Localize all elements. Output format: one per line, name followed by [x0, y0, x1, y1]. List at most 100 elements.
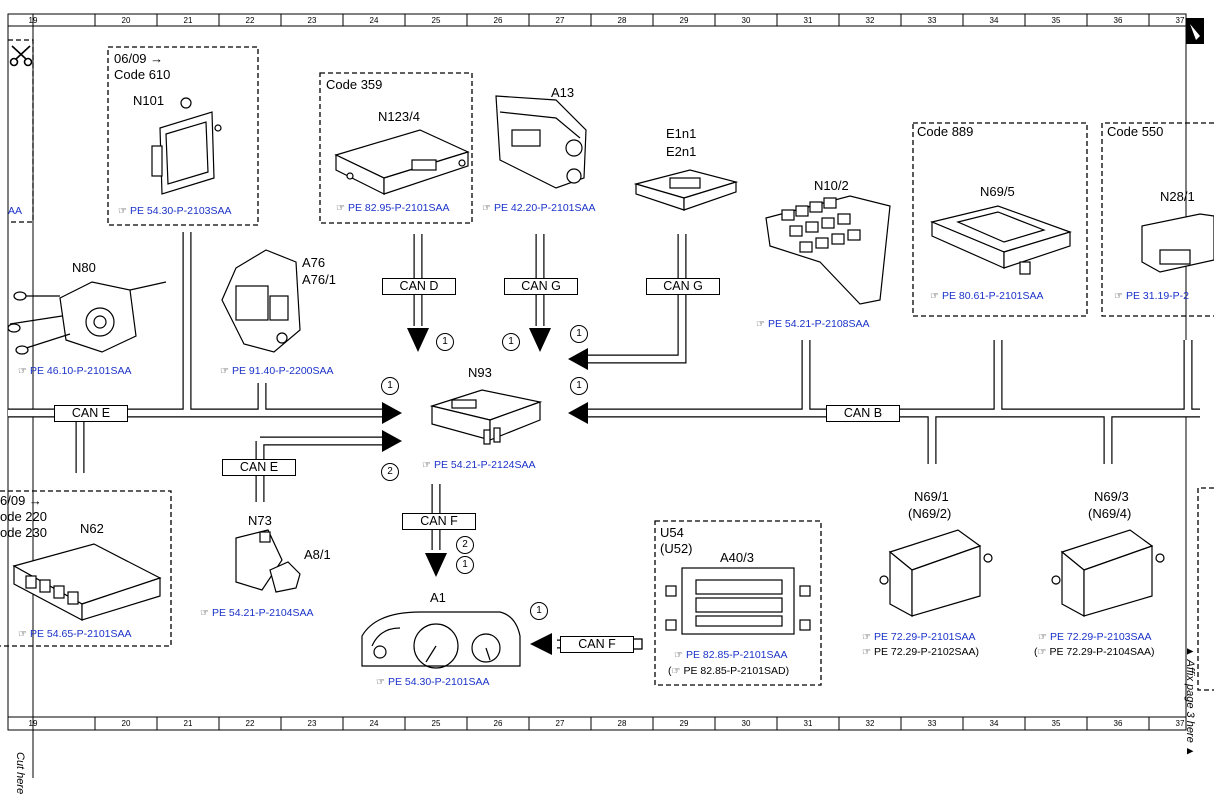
marker-left-2: 2: [381, 463, 399, 481]
grid-column-number: 22: [245, 16, 255, 25]
marker-a1: 1: [530, 602, 548, 620]
a76-ref-link[interactable]: ☞PE 91.40-P-2200SAA: [220, 365, 334, 377]
grid-column-number: 33: [927, 16, 937, 25]
pointing-hand-icon: ☞: [671, 666, 681, 677]
grid-column-number: 28: [617, 16, 627, 25]
grid-column-number: 29: [679, 16, 689, 25]
n69-3-ref-link[interactable]: ☞PE 72.29-P-2103SAA: [1038, 631, 1152, 643]
group-u54-label: U54: [660, 525, 684, 540]
bus-label-can-e-main: CAN E: [54, 405, 128, 422]
grid-column-number: 25: [431, 16, 441, 25]
a1-ref-link[interactable]: ☞PE 54.30-P-2101SAA: [376, 676, 490, 688]
n28-module: [1141, 213, 1214, 273]
corner-tab-icon: [1186, 18, 1204, 44]
grid-column-number: 19: [28, 16, 38, 25]
group-0609-date: 06/09 →: [114, 51, 164, 66]
grid-column-number: 20: [121, 719, 131, 728]
grid-column-number: 19: [28, 719, 38, 728]
e1n1-module: [633, 169, 739, 211]
bus-label-can-f-down: CAN F: [402, 513, 476, 530]
grid-column-number: 36: [1113, 719, 1123, 728]
group-n62-code2: ode 230: [0, 525, 47, 540]
n69-5-ref-link[interactable]: ☞PE 80.61-P-2101SAA: [930, 290, 1044, 302]
n73-ref-link[interactable]: ☞PE 54.21-P-2104SAA: [200, 607, 314, 619]
n80-module: [7, 281, 167, 355]
group-889-code: Code 889: [917, 124, 974, 139]
grid-column-number: 20: [121, 16, 131, 25]
affix-page-label: ▲ Affix page 3 here ▲: [1184, 646, 1196, 757]
marker-can-f-2: 2: [456, 536, 474, 554]
grid-column-number: 34: [989, 719, 999, 728]
cut-here-label: Cut here: [14, 752, 26, 794]
group-n62-date: 6/09 →: [0, 493, 42, 508]
marker-can-d: 1: [436, 333, 454, 351]
n10-ref-link[interactable]: ☞PE 54.21-P-2108SAA: [756, 318, 870, 330]
pointing-hand-icon: ☞: [674, 650, 683, 661]
grid-column-number: 34: [989, 16, 999, 25]
n69-2-ref-link[interactable]: ☞PE 72.29-P-2102SAA): [862, 646, 980, 658]
n69-4-ref-link[interactable]: (☞PE 72.29-P-2104SAA): [1034, 646, 1155, 658]
group-n62-code1: ode 220: [0, 509, 47, 524]
n69-1-ref-link[interactable]: ☞PE 72.29-P-2101SAA: [862, 631, 976, 643]
group-frames: [0, 39, 1214, 691]
n62-label: N62: [80, 521, 104, 536]
n123-label: N123/4: [378, 109, 420, 124]
grid-column-number: 32: [865, 719, 875, 728]
n101-label: N101: [133, 93, 165, 108]
n69-2-label: (N69/2): [908, 506, 952, 521]
group-550-code: Code 550: [1107, 124, 1164, 139]
n28-label: N28/1: [1160, 189, 1195, 204]
n93-module: [429, 389, 543, 445]
n28-ref-link[interactable]: ☞PE 31.19-P-2: [1114, 290, 1190, 302]
n69-3-module: [1051, 529, 1165, 618]
scissors-icon: [9, 45, 33, 67]
grid-column-number: 31: [803, 16, 813, 25]
a40-3-ref-link[interactable]: ☞PE 82.85-P-2101SAA: [674, 649, 788, 661]
n101-ref-link[interactable]: ☞PE 54.30-P-2103SAA: [118, 205, 232, 217]
grid-column-number: 26: [493, 16, 503, 25]
grid-column-number: 35: [1051, 719, 1061, 728]
a8-1-label: A8/1: [304, 547, 331, 562]
n73-module: [235, 529, 301, 593]
a40-3-ref-link-alt[interactable]: (☞PE 82.85-P-2101SAD): [668, 665, 790, 677]
pointing-hand-icon: ☞: [1038, 632, 1047, 643]
bus-label-can-g-1: CAN G: [504, 278, 578, 295]
left-edge-ref-link[interactable]: AA: [8, 205, 23, 217]
pointing-hand-icon: ☞: [930, 291, 939, 302]
a13-label: A13: [551, 85, 575, 100]
n123-module: [334, 129, 470, 195]
n62-ref-link[interactable]: ☞PE 54.65-P-2101SAA: [18, 628, 132, 640]
group-box-u54: [654, 520, 822, 686]
grid-column-number: 21: [183, 16, 193, 25]
marker-left-1: 1: [381, 377, 399, 395]
group-box-550: [1101, 122, 1214, 317]
grid-column-number: 28: [617, 719, 627, 728]
component-graphics: [7, 95, 1214, 669]
grid-column-number: 22: [245, 719, 255, 728]
marker-can-g-1: 1: [502, 333, 520, 351]
group-359-code: Code 359: [326, 77, 383, 92]
bus-label-can-d: CAN D: [382, 278, 456, 295]
a13-ref-link[interactable]: ☞PE 42.20-P-2101SAA: [482, 202, 596, 214]
marker-can-g-2: 1: [570, 325, 588, 343]
pointing-hand-icon: ☞: [1114, 291, 1123, 302]
bus-label-can-f-a1: CAN F: [560, 636, 634, 653]
a13-module: [495, 95, 587, 189]
n93-ref-link[interactable]: ☞PE 54.21-P-2124SAA: [422, 459, 536, 471]
n10-module: [765, 195, 891, 305]
grid-column-number: 35: [1051, 16, 1061, 25]
pointing-hand-icon: ☞: [1037, 647, 1047, 658]
n10-label: N10/2: [814, 178, 849, 193]
group-box-right-edge: [1197, 487, 1214, 691]
a76-module: [221, 249, 301, 353]
a40-3-label: A40/3: [720, 550, 754, 565]
n80-ref-link[interactable]: ☞PE 46.10-P-2101SAA: [18, 365, 132, 377]
e2n1-label: E2n1: [666, 144, 697, 159]
n62-module: [12, 543, 162, 621]
grid-column-number: 32: [865, 16, 875, 25]
e1n1-label: E1n1: [666, 126, 697, 141]
grid-column-number: 23: [307, 719, 317, 728]
n123-ref-link[interactable]: ☞PE 82.95-P-2101SAA: [336, 202, 450, 214]
wiring-diagram: [0, 13, 1214, 778]
group-box-left-top: [8, 39, 34, 223]
